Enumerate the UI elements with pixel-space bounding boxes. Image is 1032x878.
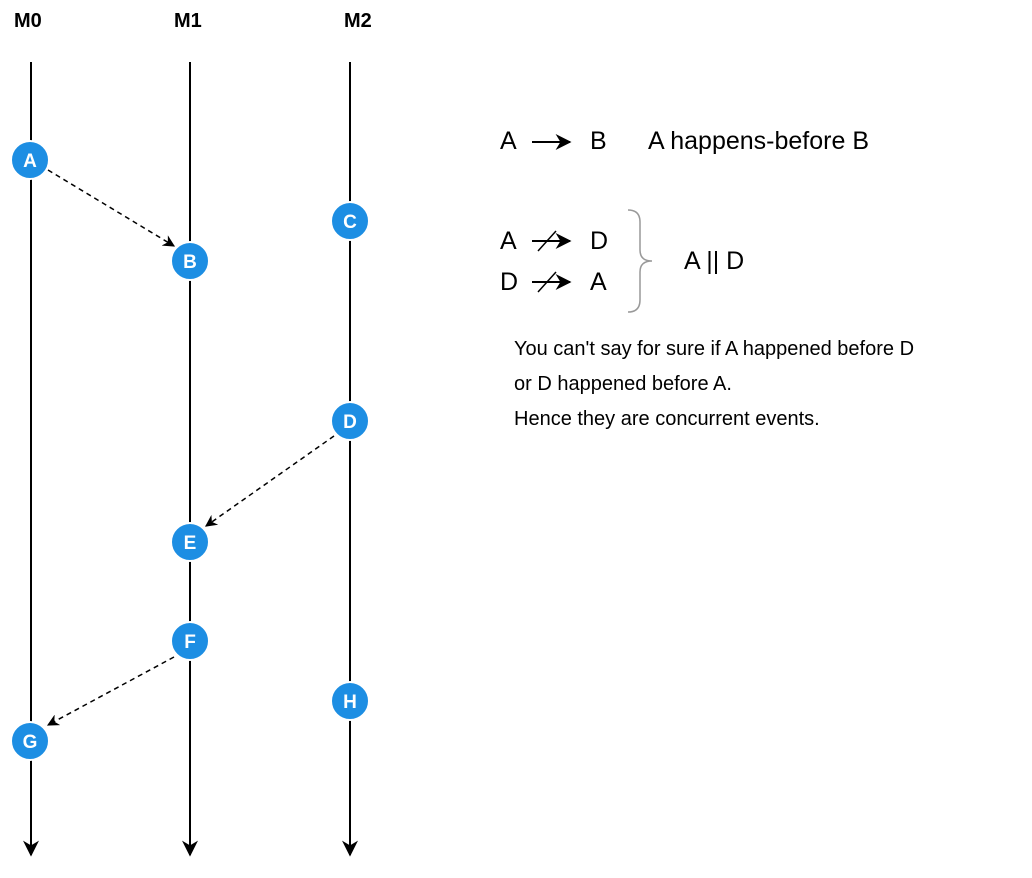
lane-label-m2: M2 bbox=[344, 10, 372, 32]
hb-right-event: B bbox=[590, 127, 607, 155]
event-label: E bbox=[184, 533, 197, 554]
nhb1-right-event: D bbox=[590, 227, 609, 255]
message-arrow-a-b bbox=[47, 169, 176, 247]
event-label: A bbox=[23, 151, 37, 172]
message-arrow-f-g bbox=[46, 656, 175, 726]
event-node-c: C bbox=[330, 201, 370, 241]
event-node-g: G bbox=[10, 721, 50, 761]
event-node-a: A bbox=[10, 140, 50, 180]
event-label: F bbox=[184, 632, 196, 653]
nhb2-right-event: A bbox=[590, 268, 607, 296]
nhb2-left-event: D bbox=[500, 268, 519, 296]
message-arrow-d-e bbox=[205, 435, 335, 527]
event-node-f: F bbox=[170, 621, 210, 661]
event-node-e: E bbox=[170, 522, 210, 562]
hb-description: A happens-before B bbox=[648, 127, 869, 155]
lane-label-m1: M1 bbox=[174, 10, 202, 32]
lane-label-m0: M0 bbox=[14, 10, 42, 32]
event-node-h: H bbox=[330, 681, 370, 721]
concurrent-label: A || D bbox=[684, 247, 745, 275]
event-label: C bbox=[343, 212, 357, 233]
event-node-d: D bbox=[330, 401, 370, 441]
note-line-2: or D happened before A. bbox=[514, 373, 732, 395]
curly-brace bbox=[627, 209, 653, 313]
event-label: B bbox=[183, 252, 197, 273]
nhb1-left-event: A bbox=[500, 227, 517, 255]
event-node-b: B bbox=[170, 241, 210, 281]
hb-left-event: A bbox=[500, 127, 517, 155]
note-line-1: You can't say for sure if A happened bef… bbox=[514, 338, 915, 360]
not-happens-before-arrow-1 bbox=[532, 230, 572, 252]
note-line-3: Hence they are concurrent events. bbox=[514, 408, 820, 430]
event-label: H bbox=[343, 692, 357, 713]
not-happens-before-arrow-2 bbox=[532, 271, 572, 293]
event-label: G bbox=[23, 732, 38, 753]
event-label: D bbox=[343, 412, 357, 433]
